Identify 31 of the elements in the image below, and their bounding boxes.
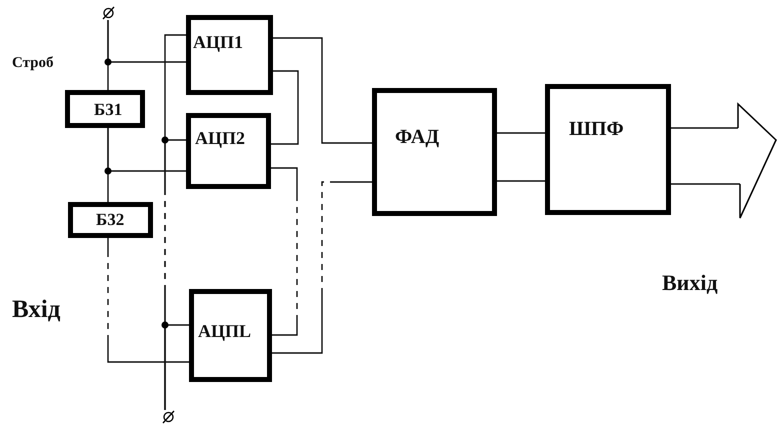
input-label: Вхід <box>12 296 60 324</box>
block-box <box>189 289 272 382</box>
block-box <box>545 84 671 215</box>
block-box <box>68 202 153 238</box>
block-box <box>65 90 145 128</box>
connector-line <box>497 180 545 182</box>
connector-line <box>272 181 372 354</box>
connector-line <box>671 183 740 185</box>
block-box <box>186 15 273 95</box>
connector-line <box>497 132 545 134</box>
block-box <box>372 88 497 216</box>
connector-line <box>271 70 299 145</box>
connector-line <box>107 238 189 363</box>
terminal-symbol <box>162 410 175 424</box>
connector-line <box>164 324 189 410</box>
output-label: Вихід <box>662 270 718 296</box>
block-label: ШПФ <box>569 118 624 141</box>
connector-line <box>271 167 298 336</box>
connector-line <box>273 37 372 144</box>
block-label: АЦП1 <box>193 32 244 53</box>
block-label: АЦПL <box>198 321 252 342</box>
connector-line <box>107 128 109 202</box>
connector-line <box>107 20 109 90</box>
block-label: Б32 <box>96 210 124 230</box>
block-label: АЦП2 <box>195 128 246 149</box>
strobe-label: Строб <box>12 55 54 72</box>
connector-line <box>671 127 738 129</box>
block-label: Б31 <box>94 100 122 120</box>
terminal-symbol <box>102 6 115 20</box>
block-label: ФАД <box>395 126 440 149</box>
block-box <box>186 113 271 189</box>
